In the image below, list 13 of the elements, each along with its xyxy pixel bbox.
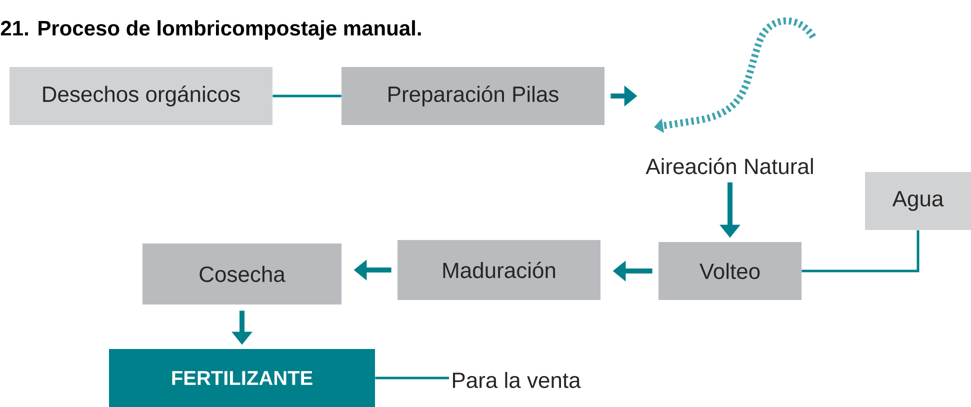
text-label: Aireación Natural	[646, 158, 813, 174]
connector-line	[272, 94, 342, 98]
text-label: Para la venta	[453, 372, 581, 388]
process-box: Desechos orgánicos	[10, 67, 272, 125]
process-box: Cosecha	[142, 244, 342, 304]
result-box: FERTILIZANTE	[109, 349, 375, 407]
process-box: Agua	[865, 172, 971, 230]
process-box: Maduración	[398, 240, 600, 300]
process-box: Volteo	[658, 242, 802, 300]
connector-line	[375, 376, 449, 380]
connector-line	[802, 230, 920, 272]
figure-title: 21. Proceso de lombricompostaje manual.	[0, 20, 421, 40]
process-box: Preparación Pilas	[342, 67, 604, 125]
